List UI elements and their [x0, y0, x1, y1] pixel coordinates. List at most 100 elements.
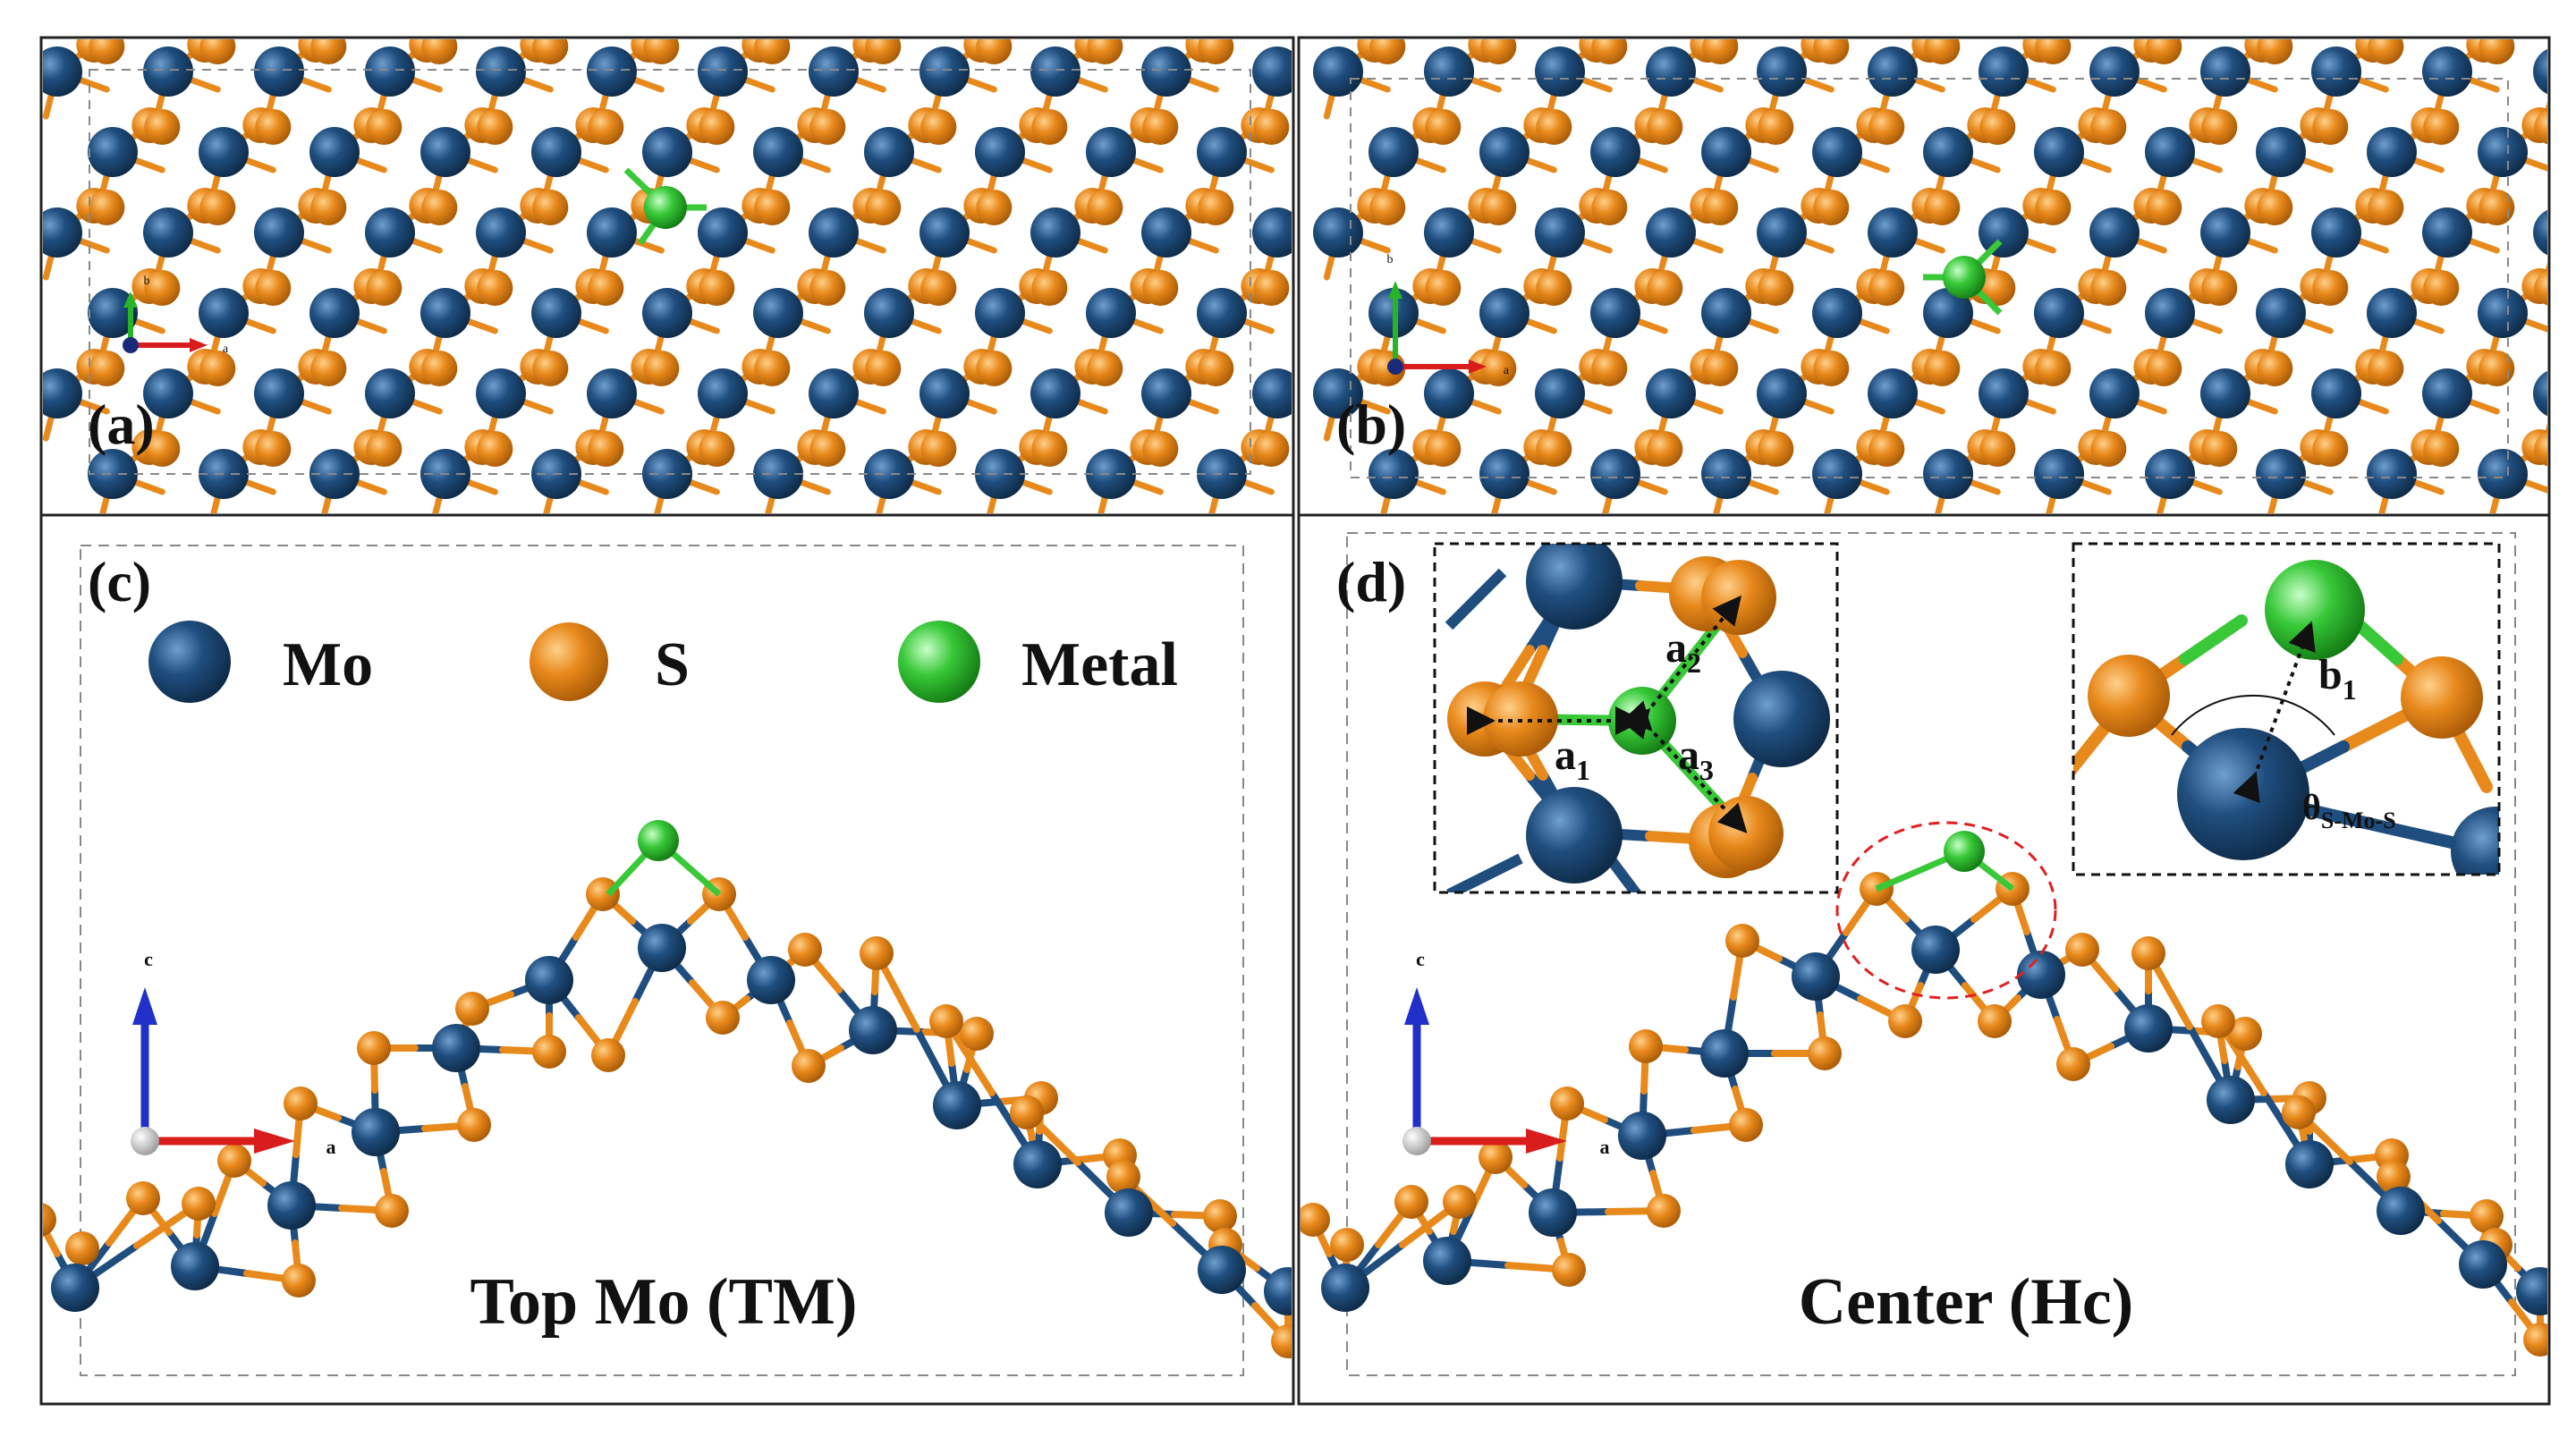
- s-atom: [144, 109, 181, 145]
- mo-atom: [809, 207, 859, 258]
- bond: [2157, 493, 2168, 513]
- s-atom: [1106, 1160, 1140, 1194]
- mo-atom: [2516, 1267, 2547, 1315]
- mo-atom: [1526, 544, 1623, 630]
- mo-atom: [51, 1264, 99, 1312]
- s-atom: [699, 431, 735, 467]
- s-atom: [2088, 655, 2170, 737]
- s-atom: [2423, 431, 2460, 467]
- axis-label-a: a: [1600, 1136, 1610, 1158]
- bond: [1914, 399, 1945, 415]
- bond: [2302, 318, 2334, 334]
- mo-atom: [199, 127, 249, 177]
- mo-atom: [2422, 47, 2472, 97]
- s-atom: [1702, 190, 1739, 225]
- mo-atom: [143, 47, 193, 97]
- mo-atom: [975, 288, 1025, 338]
- bond: [2025, 77, 2056, 93]
- bond: [2247, 77, 2278, 93]
- legend: Mo S Metal: [148, 621, 1178, 703]
- bond: [654, 493, 665, 513]
- mo-atom: [1590, 127, 1640, 177]
- s-atom: [2146, 351, 2182, 386]
- mo-atom: [698, 47, 748, 97]
- bond: [1692, 399, 1724, 415]
- s-atom: [2201, 109, 2238, 145]
- mo-atom: [1590, 288, 1640, 338]
- mo-atom: [2478, 288, 2528, 338]
- mo-atom: [1535, 368, 1585, 419]
- mo-atom: [2478, 449, 2528, 499]
- s-atom: [754, 190, 791, 225]
- mo-atom: [2089, 47, 2140, 97]
- legend-mo-label: Mo: [283, 630, 373, 699]
- mo-atom: [864, 449, 914, 499]
- s-atom: [1591, 190, 1628, 225]
- bond: [1914, 238, 1945, 254]
- s-atom: [1010, 1095, 1044, 1129]
- mo-atom: [2451, 807, 2499, 875]
- bond: [855, 399, 886, 415]
- mo-atom: [1646, 47, 1696, 97]
- bond: [2025, 399, 2056, 415]
- bond: [432, 493, 444, 513]
- panel-label-b: (b): [1336, 393, 1406, 456]
- s-atom: [532, 351, 569, 386]
- mo-atom: [1526, 787, 1623, 884]
- bond: [987, 493, 998, 513]
- mo-atom: [1812, 449, 1862, 499]
- s-atom: [2090, 109, 2127, 145]
- s-atom: [976, 190, 1013, 225]
- mo-atom: [199, 288, 249, 338]
- bond: [2302, 479, 2334, 495]
- bond: [1243, 157, 1275, 173]
- mo-atom: [309, 127, 360, 177]
- bond: [2025, 238, 2056, 254]
- axis-triad-a: b a: [123, 275, 229, 356]
- mo-atom: [587, 368, 637, 419]
- bond: [301, 77, 332, 93]
- bond: [1415, 157, 1446, 173]
- s-atom: [2534, 109, 2547, 145]
- mo-atom: [43, 368, 82, 419]
- s-atom: [2228, 1017, 2262, 1051]
- mo-atom: [525, 956, 573, 1004]
- s-atom: [1425, 431, 1462, 467]
- bond: [2191, 318, 2223, 334]
- mo-atom: [2422, 368, 2472, 419]
- s-atom: [1253, 431, 1290, 467]
- bond: [1077, 77, 1108, 93]
- bond: [1097, 493, 1109, 513]
- s-atom: [144, 270, 181, 306]
- s-atom: [1369, 190, 1406, 225]
- s-atom: [421, 351, 458, 386]
- s-atom: [976, 351, 1013, 386]
- axis-label-a: a: [326, 1136, 336, 1158]
- bond: [2457, 736, 2493, 793]
- s-atom: [2035, 190, 2072, 225]
- bond: [2136, 238, 2167, 254]
- s-atom: [2201, 270, 2238, 306]
- bond: [1859, 157, 1890, 173]
- s-atom: [1253, 270, 1290, 306]
- bond: [190, 238, 221, 254]
- s-atom: [1808, 1036, 1842, 1070]
- legend-s-label: S: [655, 630, 690, 699]
- axis-label-c: c: [1416, 948, 1425, 970]
- mo-atom: [254, 368, 304, 419]
- s-atom: [920, 431, 957, 467]
- mo-atom: [1252, 47, 1292, 97]
- axis-label-b: b: [1387, 253, 1394, 266]
- bond: [911, 318, 942, 334]
- s-atom: [1979, 109, 2016, 145]
- mo-atom: [1535, 207, 1585, 258]
- panel-d-structure: [1301, 831, 2547, 1357]
- s-atom: [2035, 39, 2072, 64]
- bond: [1713, 493, 1724, 513]
- s-atom: [960, 1017, 994, 1051]
- bond: [1470, 77, 1502, 93]
- s-atom: [588, 109, 624, 145]
- bond: [43, 90, 55, 120]
- bond: [578, 318, 609, 334]
